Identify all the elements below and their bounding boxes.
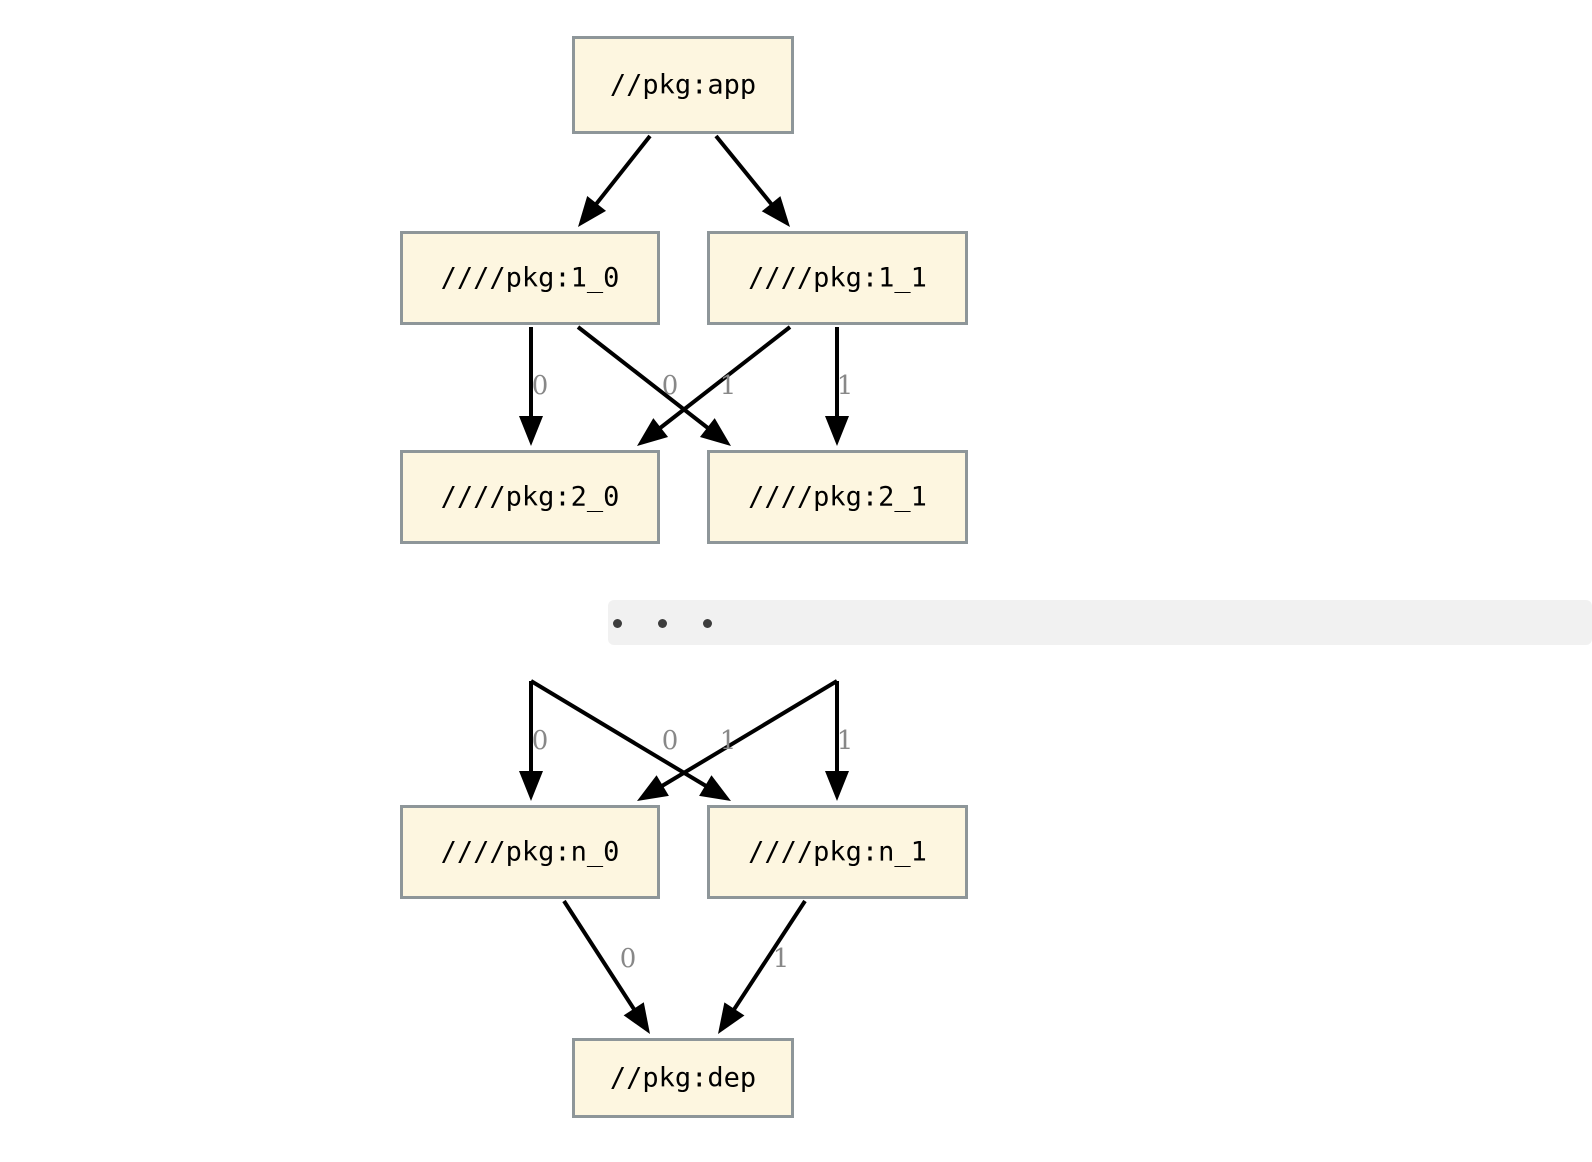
ellipsis-dot [613,618,622,628]
graph-node[interactable]: ////pkg:1_1 [707,231,968,325]
graph-edge: 1 [718,899,807,1034]
edge-arrowhead [699,418,731,446]
node-label: ////pkg:1_1 [748,263,927,294]
graph-node[interactable]: //pkg:app [572,36,794,134]
edge-arrowhead [825,416,849,446]
edge-label: 1 [720,371,737,401]
edge-label: 1 [837,371,854,401]
graph-edge: 1 [825,327,853,446]
edge-arrowhead [578,196,607,227]
edge-line [576,325,714,433]
node-box[interactable] [400,231,660,325]
ellipsis-dot [703,618,712,628]
node-label: //pkg:dep [610,1063,756,1094]
node-label: ////pkg:2_1 [748,482,927,513]
graph-edge: 0 [576,325,731,446]
node-label: //pkg:app [610,70,756,101]
edge-line [729,899,807,1016]
graph-edge: 1 [825,681,853,801]
node-box[interactable] [707,231,968,325]
graph-edge: 0 [519,327,548,446]
edge-line [591,134,652,210]
edge-line [529,679,712,791]
edge-arrowhead [699,775,731,801]
edge-arrowhead [637,418,669,446]
node-box[interactable] [572,1038,794,1118]
graph-node[interactable]: ////pkg:1_0 [400,231,660,325]
graph-edge [714,134,790,227]
ellipsis-dot [658,618,667,628]
graph-edge: 0 [562,899,650,1034]
edge-line [714,134,777,210]
edge-line [656,679,839,791]
edge-label: 1 [837,726,854,756]
node-box[interactable] [400,450,660,544]
edge-arrowhead [825,771,849,801]
nodes-layer: //pkg:app ////pkg:1_0 ////pkg:1_1 ////pkg:2… [400,36,968,1118]
edges-layer: 0 0 1 1 0 0 1 1 0 1 [519,134,853,1034]
graph-edge: 1 [637,325,792,446]
graph-edge: 0 [529,679,731,801]
node-box[interactable] [572,36,794,134]
edge-arrowhead [519,416,543,446]
graph-edge: 1 [637,679,839,801]
ellipsis-dots [613,616,748,630]
graph-node[interactable]: ////pkg:2_1 [707,450,968,544]
node-label: ////pkg:n_1 [748,837,927,868]
node-box[interactable] [707,805,968,899]
edge-arrowhead [718,1002,745,1034]
ellipsis-band [608,600,1592,645]
node-label: ////pkg:1_0 [441,263,620,294]
edge-label: 1 [720,726,737,756]
graph-node[interactable]: //pkg:dep [572,1038,794,1118]
edge-arrowhead [519,771,543,801]
graph-node[interactable]: ////pkg:2_0 [400,450,660,544]
edge-label: 0 [662,726,679,756]
edge-label: 0 [532,371,549,401]
graph-node[interactable]: ////pkg:n_0 [400,805,660,899]
edge-label: 0 [620,944,637,974]
edge-arrowhead [761,196,790,227]
edge-arrowhead [623,1002,650,1034]
edge-arrowhead [637,775,669,801]
node-box[interactable] [400,805,660,899]
edge-line [654,325,792,433]
edge-label: 0 [532,726,549,756]
node-box[interactable] [707,450,968,544]
edge-line [562,899,639,1015]
graph-node[interactable]: ////pkg:n_1 [707,805,968,899]
graph-edge [578,134,652,227]
graph-edge: 0 [519,681,548,801]
node-label: ////pkg:n_0 [441,837,620,868]
edge-label: 0 [662,371,679,401]
edge-label: 1 [773,944,790,974]
node-label: ////pkg:2_0 [441,482,620,513]
